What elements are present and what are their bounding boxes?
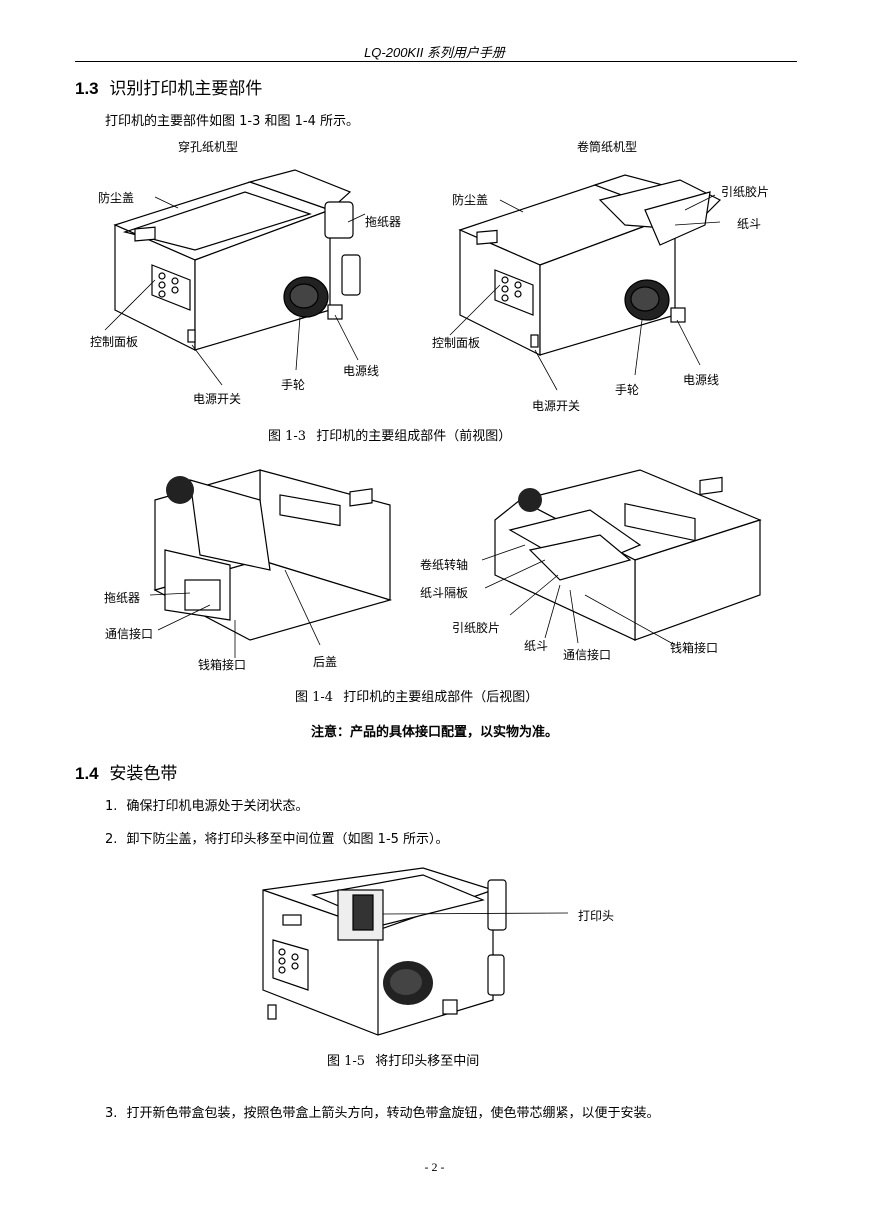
step-number: 1. [105,799,118,814]
fig3-caption-text: 打印机的主要组成部件（前视图） [316,429,512,444]
fig3-right-power-switch-label: 电源开关 [532,399,581,413]
fig4-caption: 图 1-4 打印机的主要组成部件（后视图） [295,686,538,705]
fig4-right-bin-divider-label: 纸斗隔板 [420,586,469,600]
fig3-left-control-panel-label: 控制面板 [90,335,139,349]
section-1-3-heading: 1.3 识别打印机主要部件 [75,74,262,99]
step-text: 卸下防尘盖，将打印头移至中间位置（如图 1-5 所示）。 [126,832,449,847]
fig3-right-power-cord-label: 电源线 [683,373,720,387]
fig5-caption: 图 1-5 将打印头移至中间 [327,1050,479,1069]
fig3-right-knob-label: 手轮 [615,383,640,397]
fig3-left-printer-illustration [104,169,366,386]
fig3-left-dust-cover-label: 防尘盖 [98,191,135,205]
page-number: - 2 - [424,1160,445,1174]
section-title: 识别打印机主要部件 [109,79,263,99]
section-intro: 打印机的主要部件如图 1-3 和图 1-4 所示。 [105,114,359,129]
fig4-caption-text: 打印机的主要组成部件（后视图） [343,690,539,705]
fig4-right-paper-bin-label: 纸斗 [524,639,549,653]
fig5-caption-number: 图 1-5 [327,1054,366,1069]
fig4-left-cash-port-label: 钱箱接口 [198,658,247,672]
fig4-right-roll-shaft-label: 卷纸转轴 [420,558,469,572]
fig4-right-printer-illustration [481,469,762,646]
fig5-printer-illustration [262,867,569,1036]
step-1: 1. 确保打印机电源处于关闭状态。 [105,795,309,814]
fig4-right-comm-port-label: 通信接口 [563,648,612,662]
fig4-right-paper-guide-label: 引纸胶片 [452,621,501,635]
fig3-right-control-panel-label: 控制面板 [432,336,481,350]
section-number: 1.4 [75,764,99,783]
fig3-caption-number: 图 1-3 [268,429,307,444]
step-number: 3. [105,1106,118,1121]
fig3-left-power-switch-label: 电源开关 [193,392,242,406]
fig4-left-tractor-label: 拖纸器 [104,591,141,605]
fig3-right-dust-cover-label: 防尘盖 [452,193,489,207]
fig5-print-head-label: 打印头 [578,909,615,923]
step-number: 2. [105,832,118,847]
fig3-left-knob-label: 手轮 [281,378,306,392]
fig4-right-cash-port-label: 钱箱接口 [670,641,719,655]
fig4-caption-number: 图 1-4 [295,690,334,705]
fig3-right-title: 卷筒纸机型 [577,140,638,154]
section-title: 安装色带 [109,764,178,784]
section-1-4-heading: 1.4 安装色带 [75,759,177,784]
fig3-right-paper-guide-label: 引纸胶片 [721,185,770,199]
page-header: LQ-200KII 系列用户手册 [364,45,505,60]
fig3-caption: 图 1-3 打印机的主要组成部件（前视图） [268,425,511,444]
step-text: 打开新色带盒包装，按照色带盒上箭头方向，转动色带盒旋钮，使色带芯绷紧，以便于安装… [126,1106,660,1121]
fig3-right-printer-illustration [449,174,722,391]
fig3-left-power-cord-label: 电源线 [343,364,380,378]
fig3-left-title: 穿孔纸机型 [178,140,239,154]
fig4-left-rear-cover-label: 后盖 [313,655,338,669]
fig4-left-comm-port-label: 通信接口 [105,627,154,641]
fig3-left-tractor-label: 拖纸器 [365,215,402,229]
fig5-caption-text: 将打印头移至中间 [375,1054,480,1069]
step-text: 确保打印机电源处于关闭状态。 [126,799,309,814]
section-number: 1.3 [75,79,99,98]
interface-note: 注意：产品的具体接口配置，以实物为准。 [310,725,558,740]
header-rule [75,61,797,62]
step-3: 3. 打开新色带盒包装，按照色带盒上箭头方向，转动色带盒旋钮，使色带芯绷紧，以便… [105,1102,660,1121]
step-2: 2. 卸下防尘盖，将打印头移至中间位置（如图 1-5 所示）。 [105,828,449,847]
fig3-right-paper-bin-label: 纸斗 [737,217,762,231]
fig4-left-printer-illustration [149,469,393,658]
